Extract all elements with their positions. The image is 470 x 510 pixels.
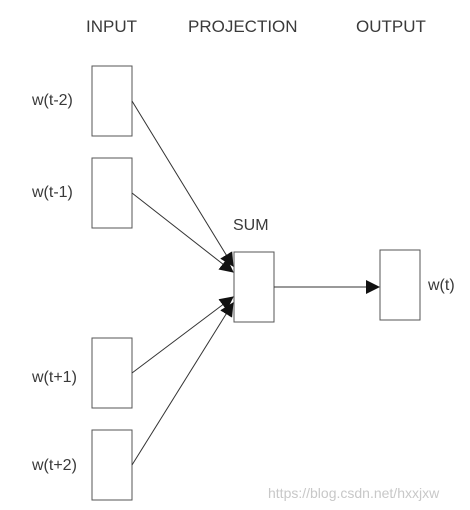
edge-t-1-to-sum <box>131 192 234 273</box>
header-input: INPUT <box>86 17 137 36</box>
header-projection: PROJECTION <box>188 17 298 36</box>
input-label-t+2: w(t+2) <box>32 457 77 474</box>
input-box-t-2 <box>91 65 133 137</box>
input-box-t+1 <box>91 337 133 409</box>
edge-t+1-to-sum <box>131 296 234 374</box>
projection-label: SUM <box>233 217 269 234</box>
watermark-text: https://blog.csdn.net/hxxjxw <box>268 485 440 501</box>
output-box <box>379 249 421 321</box>
projection-box <box>233 251 275 323</box>
input-label-t+1: w(t+1) <box>32 369 77 386</box>
output-label: w(t) <box>428 277 455 294</box>
input-box-t-1 <box>91 157 133 229</box>
input-label-t-1: w(t-1) <box>32 184 73 201</box>
edge-t-2-to-sum <box>131 100 234 267</box>
input-label-t-2: w(t-2) <box>32 92 73 109</box>
input-box-t+2 <box>91 429 133 501</box>
edge-t+2-to-sum <box>131 302 234 466</box>
header-output: OUTPUT <box>356 17 426 36</box>
